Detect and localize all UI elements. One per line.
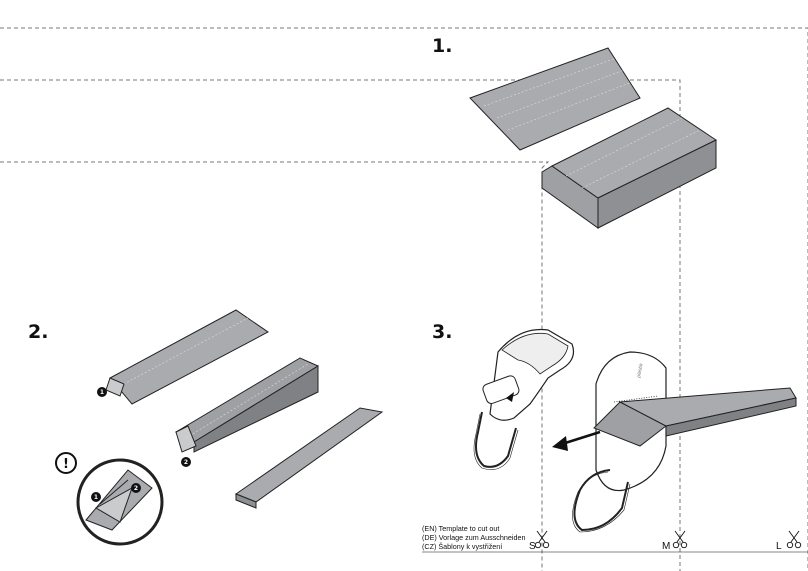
detail-marker-1 (91, 492, 101, 502)
step-2-half-folded-strip (105, 309, 269, 405)
warning-symbol: ! (63, 457, 69, 472)
scissors-icon (672, 530, 688, 549)
size-medium-label: M (662, 541, 670, 552)
warning-icon: ! (55, 452, 77, 474)
template-note-de: (DE) Vorlage zum Ausschneiden (422, 533, 525, 542)
size-small-label: S (529, 541, 536, 552)
template-note-cz: (CZ) Šablony k vystřižení (422, 542, 502, 551)
step-1-folded-sheet (541, 107, 717, 229)
device-insert-view: plastia (572, 351, 797, 533)
detail-number-1: 1 (94, 494, 98, 501)
callout-number-1: 1 (100, 389, 104, 396)
fold-detail-magnifier (76, 458, 164, 546)
callout-marker-1 (97, 387, 107, 397)
arrow-left-icon (552, 430, 601, 451)
scissors-icon (786, 530, 802, 549)
device-open-view (473, 328, 575, 470)
step-3-label: 3. (432, 321, 452, 343)
step-2-label: 2. (28, 321, 48, 343)
template-note: (EN) Template to cut out (DE) Vorlage zu… (422, 524, 525, 551)
scissors-icon (534, 530, 550, 549)
cut-line-medium (0, 79, 681, 571)
step-1-flat-sheet (469, 47, 641, 151)
callout-marker-2 (181, 457, 191, 467)
step-2-flat-strip (234, 407, 384, 509)
detail-marker-2 (131, 483, 141, 493)
device-brand: plastia (636, 363, 645, 379)
callout-number-2: 2 (184, 459, 188, 466)
step-2-folded-strip (174, 357, 320, 453)
detail-number-2: 2 (134, 485, 138, 492)
cut-line-large (0, 27, 808, 571)
step-1-label: 1. (432, 35, 452, 57)
template-note-en: (EN) Template to cut out (422, 524, 499, 533)
size-large-label: L (776, 541, 782, 552)
